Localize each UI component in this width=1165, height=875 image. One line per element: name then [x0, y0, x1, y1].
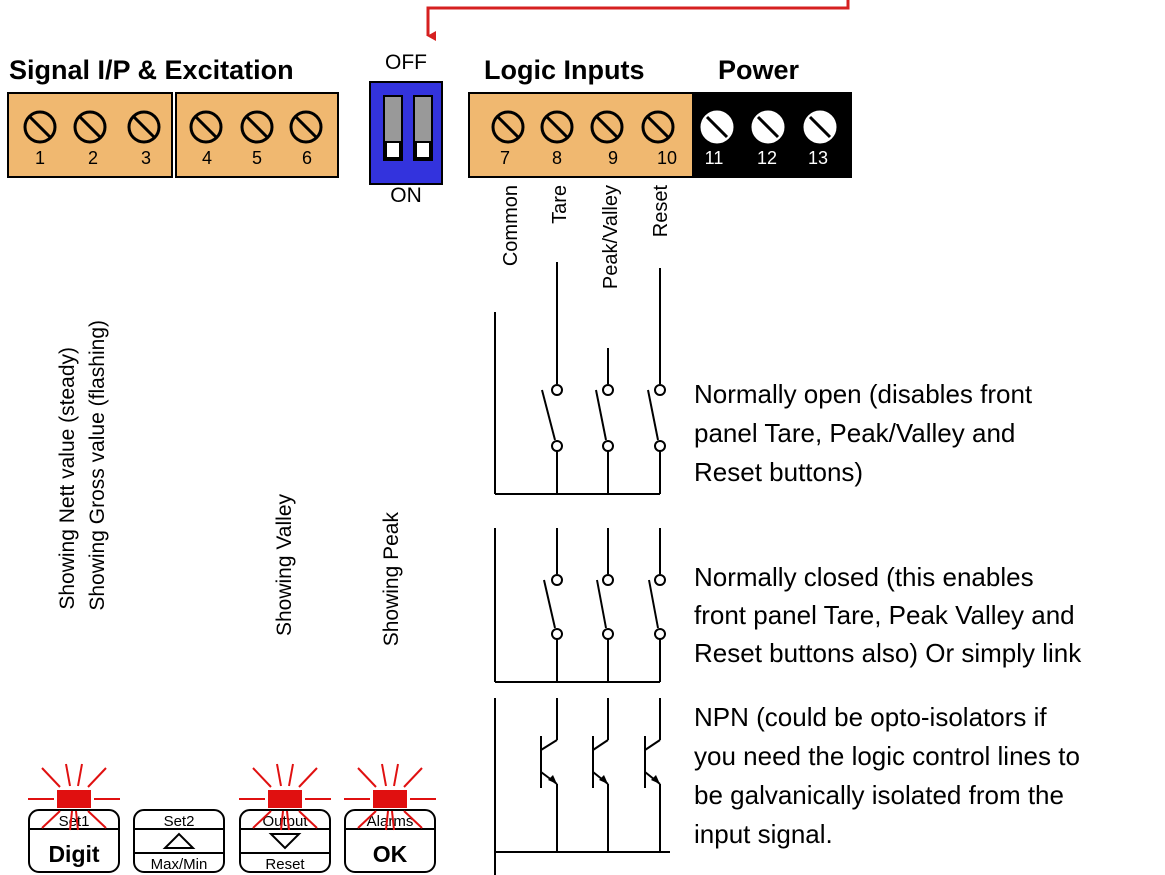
status-valley-label: Showing Valley	[273, 494, 296, 637]
terminal-screw-icon	[641, 110, 675, 144]
logic-inputs-header: Logic Inputs	[484, 55, 644, 85]
status-peak-label: Showing Peak	[380, 512, 403, 647]
npn-circuit	[494, 698, 670, 875]
flashing-indicator-icon	[344, 763, 436, 831]
normally-closed-circuit	[494, 528, 666, 683]
terminal-number-6: 6	[302, 148, 312, 168]
terminal-screw-icon	[289, 110, 323, 144]
svg-text:Reset buttons): Reset buttons)	[694, 457, 863, 487]
button-max-min[interactable]: Set2 Max/Min	[133, 809, 225, 873]
button-max-min-bottom: Max/Min	[151, 856, 208, 873]
svg-text:Normally open (disables front: Normally open (disables front	[694, 379, 1033, 409]
flashing-indicator-icon	[239, 763, 331, 831]
normally-closed-description: Normally closed (this enables front pane…	[694, 562, 1082, 668]
button-alarms-top: Alarms	[367, 813, 414, 830]
dip-off-label: OFF	[385, 51, 427, 74]
dip-knob-1	[385, 141, 401, 159]
terminal-number-9: 9	[608, 148, 618, 168]
normally-open-description: Normally open (disables front panel Tare…	[694, 379, 1033, 487]
terminal-number-13: 13	[808, 148, 828, 168]
terminal-number-7: 7	[500, 148, 510, 168]
terminal-screw-icon	[240, 110, 274, 144]
button-digit[interactable]: Set1 Digit	[28, 809, 120, 873]
button-output-top: Output	[262, 813, 308, 830]
button-digit-bottom: Digit	[48, 841, 99, 867]
button-set2-top: Set2	[164, 813, 195, 830]
terminal-screw-icon	[73, 110, 107, 144]
terminal-number-3: 3	[141, 148, 151, 168]
status-nett-label: Showing Nett value (steady)	[56, 347, 79, 610]
svg-text:Normally closed (this enables: Normally closed (this enables	[694, 562, 1034, 592]
terminal-number-12: 12	[757, 148, 777, 168]
dip-knob-2	[415, 141, 431, 159]
signal-header: Signal I/P & Excitation	[9, 55, 294, 85]
dip-pointer-arrow	[426, 0, 850, 41]
terminal-screw-icon	[700, 110, 734, 144]
button-reset[interactable]: Output Reset	[239, 809, 331, 873]
svg-text:Reset buttons also) Or simply: Reset buttons also) Or simply link	[694, 638, 1082, 668]
npn-description: NPN (could be opto-isolators if you need…	[694, 702, 1080, 849]
power-header: Power	[718, 55, 800, 85]
line-label-reset: Reset	[650, 185, 672, 238]
npn-emitter-arrows	[548, 775, 660, 784]
button-ok[interactable]: Alarms OK	[344, 809, 436, 873]
svg-text:panel Tare, Peak/Valley and: panel Tare, Peak/Valley and	[694, 418, 1015, 448]
terminal-number-10: 10	[657, 148, 677, 168]
terminal-number-8: 8	[552, 148, 562, 168]
terminal-number-2: 2	[88, 148, 98, 168]
up-triangle-icon	[162, 832, 196, 849]
button-digit-top: Set1	[59, 813, 90, 830]
button-ok-bottom: OK	[373, 841, 408, 867]
svg-text:front panel Tare, Peak Valley: front panel Tare, Peak Valley and	[694, 600, 1075, 630]
dip-on-label: ON	[390, 184, 422, 207]
svg-text:be galvanically isolated from: be galvanically isolated from the	[694, 780, 1064, 810]
terminal-screw-icon	[127, 110, 161, 144]
terminal-screw-icon	[491, 110, 525, 144]
terminal-screw-icon	[751, 110, 785, 144]
terminal-screw-icon	[803, 110, 837, 144]
terminal-screw-icon	[590, 110, 624, 144]
flashing-indicator-icon	[28, 763, 120, 831]
down-triangle-icon	[268, 833, 302, 850]
svg-text:input signal.: input signal.	[694, 819, 833, 849]
svg-text:you need the logic control lin: you need the logic control lines to	[694, 741, 1080, 771]
status-gross-label: Showing Gross value (flashing)	[86, 320, 109, 611]
normally-open-circuit	[494, 262, 666, 495]
svg-text:NPN (could be opto-isolators i: NPN (could be opto-isolators if	[694, 702, 1047, 732]
terminal-number-5: 5	[252, 148, 262, 168]
terminal-number-11: 11	[705, 148, 724, 168]
terminal-number-4: 4	[202, 148, 212, 168]
terminal-screw-icon	[23, 110, 57, 144]
line-label-tare: Tare	[549, 185, 571, 224]
line-label-peak-valley: Peak/Valley	[600, 185, 622, 289]
terminal-number-1: 1	[35, 148, 45, 168]
terminal-screw-icon	[540, 110, 574, 144]
terminal-screw-icon	[189, 110, 223, 144]
line-label-common: Common	[500, 185, 522, 266]
button-reset-bottom: Reset	[265, 856, 305, 873]
